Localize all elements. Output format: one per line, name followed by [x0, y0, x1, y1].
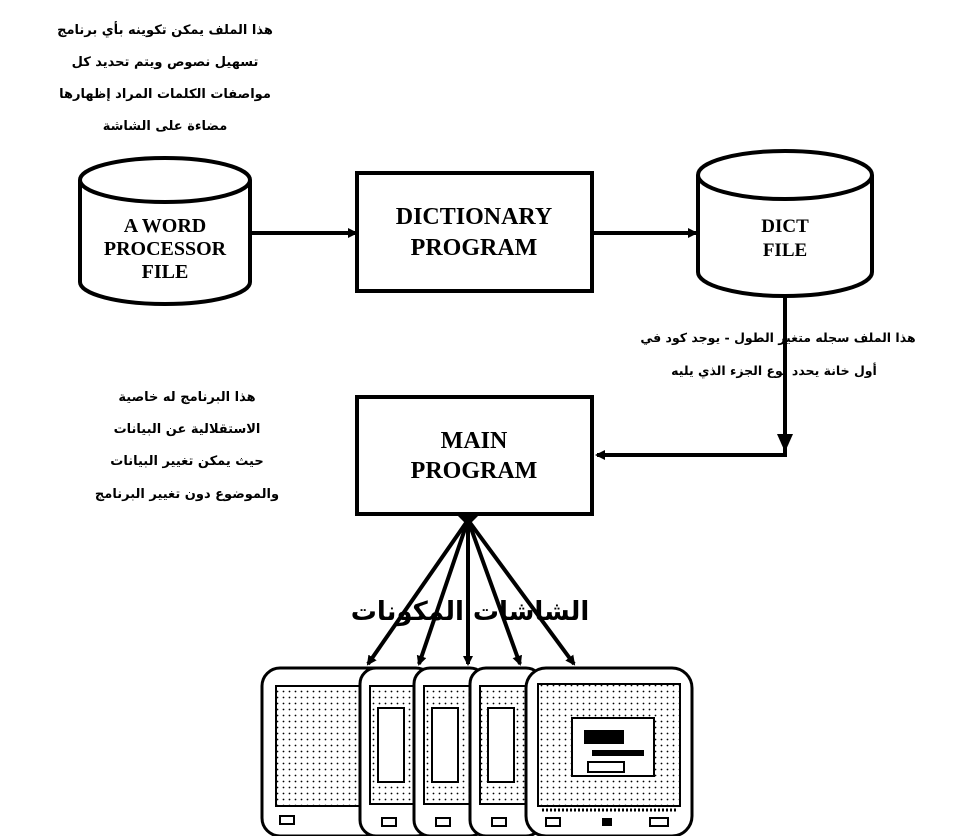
main-program-label-line: PROGRAM	[411, 458, 538, 484]
word-processor-file-label-line: FILE	[142, 261, 189, 283]
note-top-left-line: هذا الملف يمكن تكوينه بأي برنامج	[57, 21, 273, 38]
terminal-5	[524, 666, 694, 836]
main-program-label: MAIN PROGRAM	[411, 428, 538, 484]
note-top-left-line: تسهيل نصوص ويتم تحديد كل	[72, 55, 259, 70]
note-middle-left-line: والموضوع دون تغيير البرنامج	[95, 487, 279, 502]
screen-arrows	[366, 516, 576, 666]
word-processor-file-cylinder	[78, 156, 252, 306]
word-processor-file-label: A WORD PROCESSOR FILE	[104, 215, 227, 283]
note-middle-left: هذا البرنامج له خاصية الاستقلالية عن الب…	[95, 390, 279, 502]
note-middle-left-line: هذا البرنامج له خاصية	[118, 390, 255, 405]
note-top-left-line: مواصفات الكلمات المراد إظهارها	[59, 87, 271, 102]
note-top-left: هذا الملف يمكن تكوينه بأي برنامج تسهيل ن…	[57, 21, 273, 134]
dict-file-cylinder	[696, 149, 874, 298]
word-processor-file-label-line: PROCESSOR	[104, 238, 227, 260]
note-middle-right-line: أول خانة يحدد نوع الجزء الذي يليه	[671, 362, 877, 378]
note-middle-right-line: هذا الملف سجله متغير الطول - يوجد كود في	[640, 330, 915, 345]
note-middle-left-line: حيث يمكن تغيير البيانات	[110, 454, 263, 469]
dict-file-label-line: DICT	[761, 216, 809, 237]
arrow-head-down-icon	[777, 434, 793, 452]
note-middle-left-line: الاستقلالية عن البيانات	[114, 422, 261, 437]
main-program-label-line: MAIN	[441, 428, 508, 454]
dict-file-label: DICT FILE	[761, 216, 809, 261]
note-top-left-line: مضاءة على الشاشة	[103, 119, 228, 134]
dictionary-program-label: DICTIONARY PROGRAM	[396, 204, 553, 261]
arrow-to-screen-2	[416, 519, 470, 666]
main-program-box	[355, 395, 594, 516]
arrow-to-screen-4	[466, 519, 522, 666]
terminal-stack	[260, 666, 694, 836]
arrow-to-screen-5	[466, 518, 576, 666]
screens-label: الشاشات المكونات	[351, 597, 590, 627]
dictionary-program-label-line: PROGRAM	[411, 235, 538, 261]
word-processor-file-label-line: A WORD	[124, 215, 206, 237]
dictionary-program-label-line: DICTIONARY	[396, 204, 553, 230]
dictionary-program-box	[355, 171, 594, 293]
dict-file-label-line: FILE	[763, 240, 807, 261]
arrow-to-screen-1	[366, 518, 470, 666]
